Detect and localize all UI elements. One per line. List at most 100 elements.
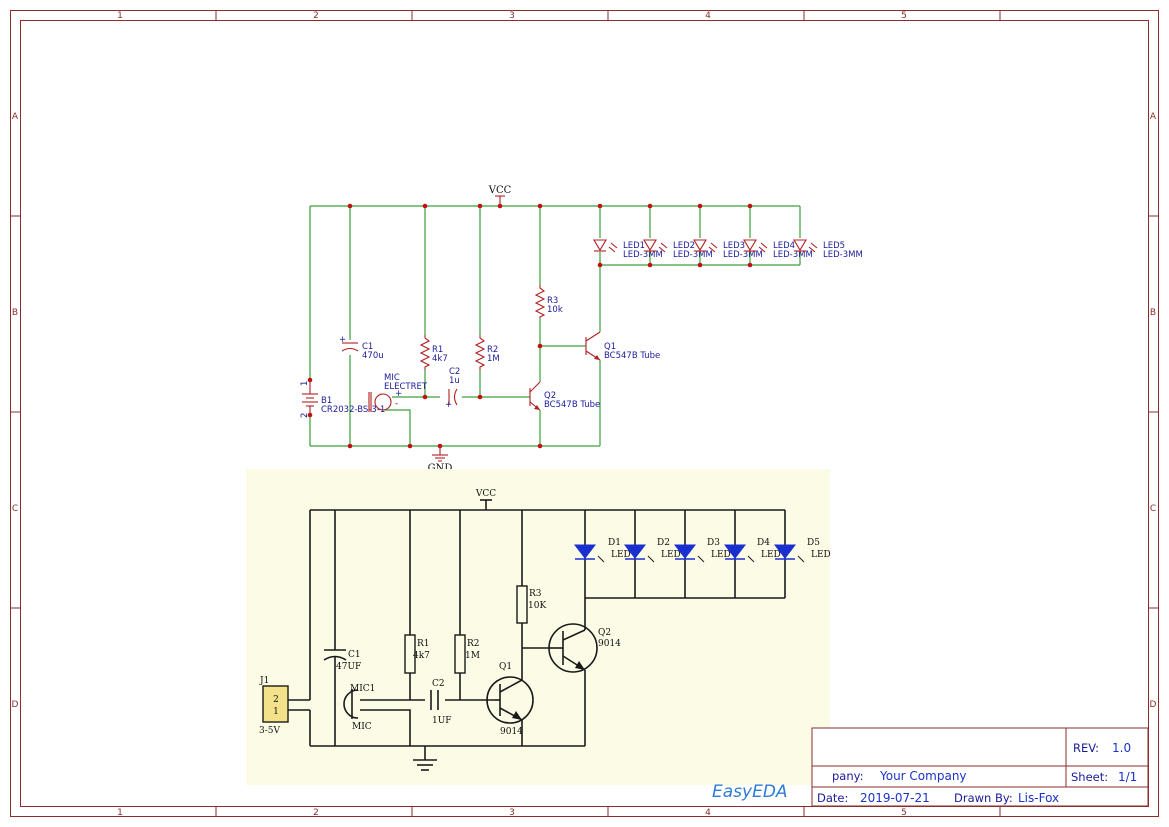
ref-d2-value: LED [661, 550, 681, 560]
led1-value: LED-3MM [623, 250, 663, 260]
ref-gnd [413, 759, 437, 771]
ref-led-bank: D1 LED D2 LED D3 LED D4 [573, 538, 831, 563]
ref-r2-value: 1M [465, 651, 480, 661]
mic-ref: MIC [384, 373, 400, 383]
ref-connector-j1: 2 1 J1 3-5V [259, 676, 289, 736]
c1-ref: C1 [362, 342, 373, 352]
ref-d3-ref: D3 [707, 538, 720, 548]
c1-value: 470u [362, 351, 384, 361]
led4-ref: LED4 [773, 241, 795, 251]
capacitor-c1: + C1 470u [339, 335, 384, 361]
b1-pin1: 1 [300, 381, 310, 386]
led2-value: LED-3MM [673, 250, 713, 260]
ref-d5-value: LED [811, 550, 831, 560]
r1-value: 4k7 [432, 354, 448, 364]
ref-q1-ref: Q1 [499, 662, 512, 672]
led-2: LED2 LED-3MM [643, 239, 713, 260]
zone-row-c-left: C [12, 504, 18, 514]
resistor-r2: R2 1M [474, 335, 500, 370]
ref-microphone-mic1: MIC1 MIC [343, 684, 375, 732]
company-value: Your Company [879, 769, 967, 783]
led4-value: LED-3MM [773, 250, 813, 260]
rev-value: 1.0 [1112, 741, 1131, 755]
led-4: LED4 LED-3MM [743, 239, 813, 260]
ref-d5-ref: D5 [807, 538, 820, 548]
eda-schematic: VCC GND 1 2 B1 CR2032-BS-3-1 + [300, 185, 863, 474]
zone-row-a-left: A [12, 112, 19, 122]
ref-mic-ref: MIC1 [350, 684, 375, 694]
gnd-label: GND [428, 463, 453, 474]
sheet-label: Sheet: [1071, 770, 1108, 784]
q1-ref: Q1 [604, 342, 616, 352]
c2-ref: C2 [449, 367, 460, 377]
zone-row-b-left: B [12, 308, 18, 318]
ref-led-d1: D1 LED [573, 538, 631, 563]
ref-resistor-r3: R3 10K [516, 585, 546, 624]
ref-c2-ref: C2 [432, 679, 445, 689]
q1-value: BC547B Tube [604, 351, 660, 361]
sheet-value: 1/1 [1118, 770, 1137, 784]
transistor-q1: Q1 BC547B Tube [585, 331, 660, 361]
ref-j1-ref: J1 [259, 676, 269, 686]
ref-c1-value: 47UF [336, 662, 361, 672]
ref-r3-ref: R3 [529, 589, 542, 599]
zone-col-1-top: 1 [117, 11, 123, 21]
q2-ref: Q2 [544, 391, 556, 401]
ref-r1-value: 4k7 [413, 651, 430, 661]
ref-q2-ref: Q2 [598, 628, 611, 638]
r3-ref: R3 [547, 296, 558, 306]
svg-text:+: + [339, 335, 346, 345]
ref-capacitor-c2: C2 1UF [430, 679, 452, 726]
date-value: 2019-07-21 [860, 791, 930, 805]
resistor-r3: R3 10k [534, 285, 563, 318]
zone-col-5-top: 5 [901, 11, 907, 21]
ref-r3-value: 10K [528, 601, 546, 611]
r1-ref: R1 [432, 345, 443, 355]
zone-col-3-bottom: 3 [509, 808, 515, 818]
ref-d1-value: LED [611, 550, 631, 560]
r2-value: 1M [487, 354, 500, 364]
gnd-net-flag: GND [428, 446, 453, 474]
resistor-r1: R1 4k7 [419, 335, 448, 370]
q2-value: BC547B Tube [544, 400, 600, 410]
ref-vcc: VCC [475, 489, 496, 510]
ref-resistor-r1: R1 4k7 [404, 634, 430, 674]
ref-j1-value: 3-5V [259, 726, 280, 736]
led3-ref: LED3 [723, 241, 745, 251]
ref-q2-value: 9014 [598, 639, 621, 649]
reference-schematic-image: VCC 2 1 J1 3-5V C1 47UF R1 4k7 [246, 469, 831, 785]
zone-row-d-left: D [12, 700, 19, 710]
easyeda-logo: EasyEDA [712, 782, 788, 802]
junctions [307, 203, 753, 449]
ref-led-d4: D4 LED [723, 538, 781, 563]
led-3: LED3 LED-3MM [693, 239, 763, 260]
svg-text:+: + [445, 400, 452, 410]
led-5: LED5 LED-3MM [793, 239, 863, 260]
led5-value: LED-3MM [823, 250, 863, 260]
battery-b1: 1 2 B1 CR2032-BS-3-1 [300, 380, 385, 418]
led-1: LED1 LED-3MM [593, 239, 663, 260]
zone-col-5-bottom: 5 [901, 808, 907, 818]
zone-row-a-right: A [1150, 112, 1157, 122]
led2-ref: LED2 [673, 241, 695, 251]
led1-ref: LED1 [623, 241, 645, 251]
ref-led-d5: D5 LED [773, 538, 831, 563]
ref-q1-value: 9014 [500, 727, 523, 737]
b1-ref: B1 [321, 396, 332, 406]
r3-value: 10k [547, 305, 563, 315]
led-bank: LED1 LED-3MM LED2 LED-3MM LED3 LED-3MM [593, 239, 863, 260]
zone-row-d-right: D [1150, 700, 1157, 710]
zone-col-2-top: 2 [313, 11, 319, 21]
b1-value: CR2032-BS-3-1 [321, 405, 385, 415]
ref-c2-value: 1UF [432, 716, 452, 726]
ref-mic-value: MIC [352, 722, 372, 732]
zone-col-1-bottom: 1 [117, 808, 123, 818]
drawn-by-value: Lis-Fox [1018, 791, 1059, 805]
svg-text:+: + [395, 389, 402, 399]
zone-row-b-right: B [1150, 308, 1156, 318]
date-label: Date: [817, 791, 848, 805]
ref-capacitor-c1: C1 47UF [323, 649, 361, 672]
vcc-net-flag: VCC [488, 185, 512, 206]
zone-row-c-right: C [1150, 504, 1156, 514]
